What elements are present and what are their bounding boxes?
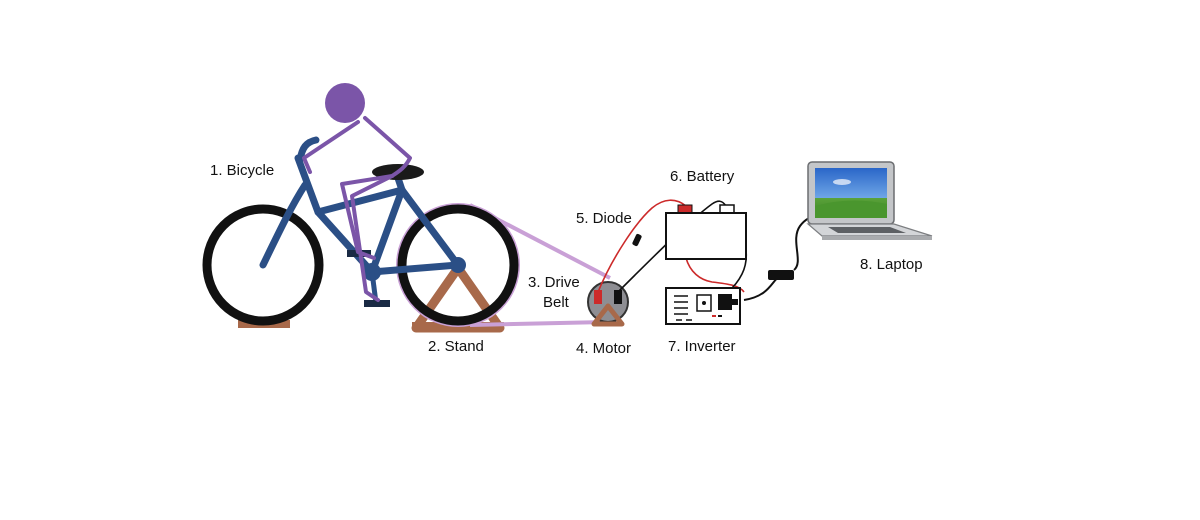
label-diode: 5. Diode <box>576 210 632 227</box>
inverter <box>665 287 741 325</box>
label-drive-belt-line1: 3. Drive <box>528 274 580 291</box>
bicycle-frame <box>259 136 462 276</box>
laptop <box>806 161 933 240</box>
front-wheel <box>202 204 324 326</box>
label-battery: 6. Battery <box>670 168 735 185</box>
label-stand: 2. Stand <box>428 338 484 355</box>
label-inverter: 7. Inverter <box>668 338 736 355</box>
label-motor: 4. Motor <box>576 340 632 357</box>
label-bicycle: 1. Bicycle <box>210 162 275 179</box>
battery <box>665 204 747 260</box>
pedal <box>364 300 390 307</box>
rear-hub <box>450 257 466 273</box>
label-laptop: 8. Laptop <box>860 256 923 273</box>
rear-wheel <box>397 204 519 326</box>
rider-head <box>325 83 365 123</box>
label-drive-belt-line2: Belt <box>543 294 569 311</box>
rider <box>302 83 412 302</box>
diode-component <box>632 233 642 247</box>
charger-brick <box>768 270 794 280</box>
